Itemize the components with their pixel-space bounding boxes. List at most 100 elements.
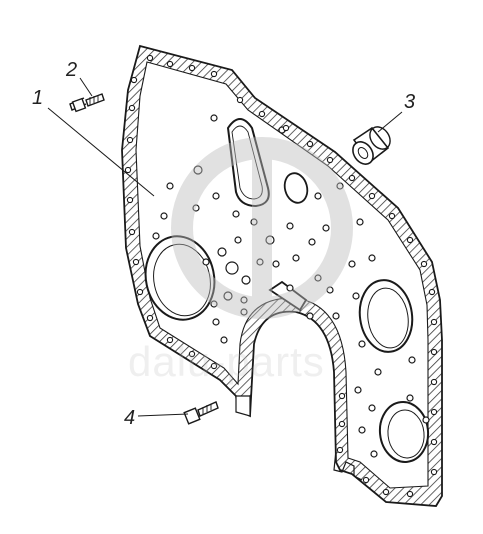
small-hole xyxy=(368,404,376,412)
rim-bolt-hole xyxy=(188,350,196,358)
small-hole xyxy=(212,318,220,326)
plate-lug-bottom xyxy=(333,449,363,481)
bolt-lower xyxy=(183,401,219,425)
rim-bolt-hole xyxy=(188,64,196,72)
small-hole xyxy=(192,204,200,212)
small-hole xyxy=(210,300,218,308)
callouts: 1 2 3 4 xyxy=(32,59,415,429)
small-hole xyxy=(223,291,233,301)
rim-bolt-hole xyxy=(306,140,314,148)
small-hole xyxy=(272,260,280,268)
small-hole xyxy=(332,312,340,320)
rim-bolt-hole xyxy=(338,392,346,400)
rim-bolt-hole xyxy=(336,446,344,454)
small-hole xyxy=(220,336,228,344)
small-hole xyxy=(241,275,251,285)
rim-bolt-hole xyxy=(128,228,136,236)
rim-bolt-hole xyxy=(124,166,132,174)
window-teardrop-inner xyxy=(231,125,263,200)
small-hole xyxy=(152,232,160,240)
rim-bolt-hole xyxy=(210,362,218,370)
opening-left xyxy=(144,235,216,321)
small-holes xyxy=(152,114,430,458)
rim-bolt-hole xyxy=(420,260,428,268)
opening-right-inner xyxy=(367,287,409,349)
rim-bolt-hole xyxy=(210,70,218,78)
small-hole xyxy=(326,286,334,294)
rim-bolt-hole xyxy=(236,96,244,104)
watermark: dalu-parts xyxy=(128,137,353,385)
leader-3 xyxy=(377,111,403,133)
rim-bolt-hole xyxy=(132,258,140,266)
rim-bolt-hole xyxy=(428,288,436,296)
rim-bolt-hole xyxy=(430,378,438,386)
callout-2: 2 xyxy=(65,59,77,81)
window-teardrop xyxy=(226,118,270,208)
leader-1 xyxy=(47,107,155,197)
rim-bolt-hole xyxy=(130,76,138,84)
rim-bolt-hole xyxy=(430,438,438,446)
bolt-upper xyxy=(69,93,105,113)
rim-bolt-hole xyxy=(368,192,376,200)
callout-3: 3 xyxy=(404,91,415,113)
rim-bolt-hole xyxy=(338,420,346,428)
small-hole xyxy=(240,308,248,316)
rim-bolt-hole xyxy=(406,490,414,498)
small-hole xyxy=(240,296,248,304)
bushing xyxy=(352,126,391,165)
rim-bolt-hole xyxy=(258,110,266,118)
rim-bolt-hole xyxy=(406,236,414,244)
watermark-text: dalu-parts xyxy=(128,338,325,385)
small-hole xyxy=(193,165,203,175)
small-hole xyxy=(232,210,240,218)
small-hole xyxy=(368,254,376,262)
opening-bottom-inner xyxy=(387,409,425,459)
small-hole xyxy=(256,258,264,266)
small-hole xyxy=(352,292,360,300)
small-hole xyxy=(225,261,239,275)
small-hole xyxy=(370,450,378,458)
callout-1: 1 xyxy=(32,87,43,109)
rim-bolt-hole xyxy=(430,408,438,416)
plate xyxy=(121,44,443,507)
small-hole xyxy=(374,368,382,376)
plate-lug-left xyxy=(235,395,251,417)
rim-bolt-hole xyxy=(146,54,154,62)
leader-2 xyxy=(79,77,93,97)
slot xyxy=(268,280,308,312)
small-hole xyxy=(322,224,330,232)
leader-4 xyxy=(137,413,189,417)
rim-bolt-hole xyxy=(362,476,370,484)
small-hole xyxy=(358,426,366,434)
rim-bolt-hole xyxy=(430,468,438,476)
watermark-logo-bar xyxy=(252,150,272,306)
small-hole xyxy=(306,312,314,320)
rim-bolt-hole xyxy=(382,488,390,496)
leader-lines xyxy=(47,77,403,417)
rim-bolt-hole xyxy=(282,124,290,132)
small-hole xyxy=(265,235,275,245)
rim-bolt-hole xyxy=(166,60,174,68)
opening-left-inner xyxy=(153,243,211,317)
rim-bolt-hole xyxy=(388,212,396,220)
small-hole xyxy=(286,284,294,292)
small-hole xyxy=(212,192,220,200)
opening-round xyxy=(283,172,309,204)
opening-right xyxy=(358,279,414,353)
plate-face xyxy=(135,61,429,489)
small-hole xyxy=(422,416,430,424)
small-hole xyxy=(210,114,218,122)
rim-bolt-hole xyxy=(166,336,174,344)
rim-bolt-holes xyxy=(124,54,438,498)
small-hole xyxy=(286,222,294,230)
watermark-logo xyxy=(171,137,353,319)
rim-bolt-hole xyxy=(430,318,438,326)
small-hole xyxy=(217,247,227,257)
small-hole xyxy=(408,356,416,364)
small-hole xyxy=(292,254,300,262)
rim-bolt-hole xyxy=(146,314,154,322)
small-hole xyxy=(314,192,322,200)
small-hole xyxy=(358,340,366,348)
rim-bolt-hole xyxy=(430,348,438,356)
